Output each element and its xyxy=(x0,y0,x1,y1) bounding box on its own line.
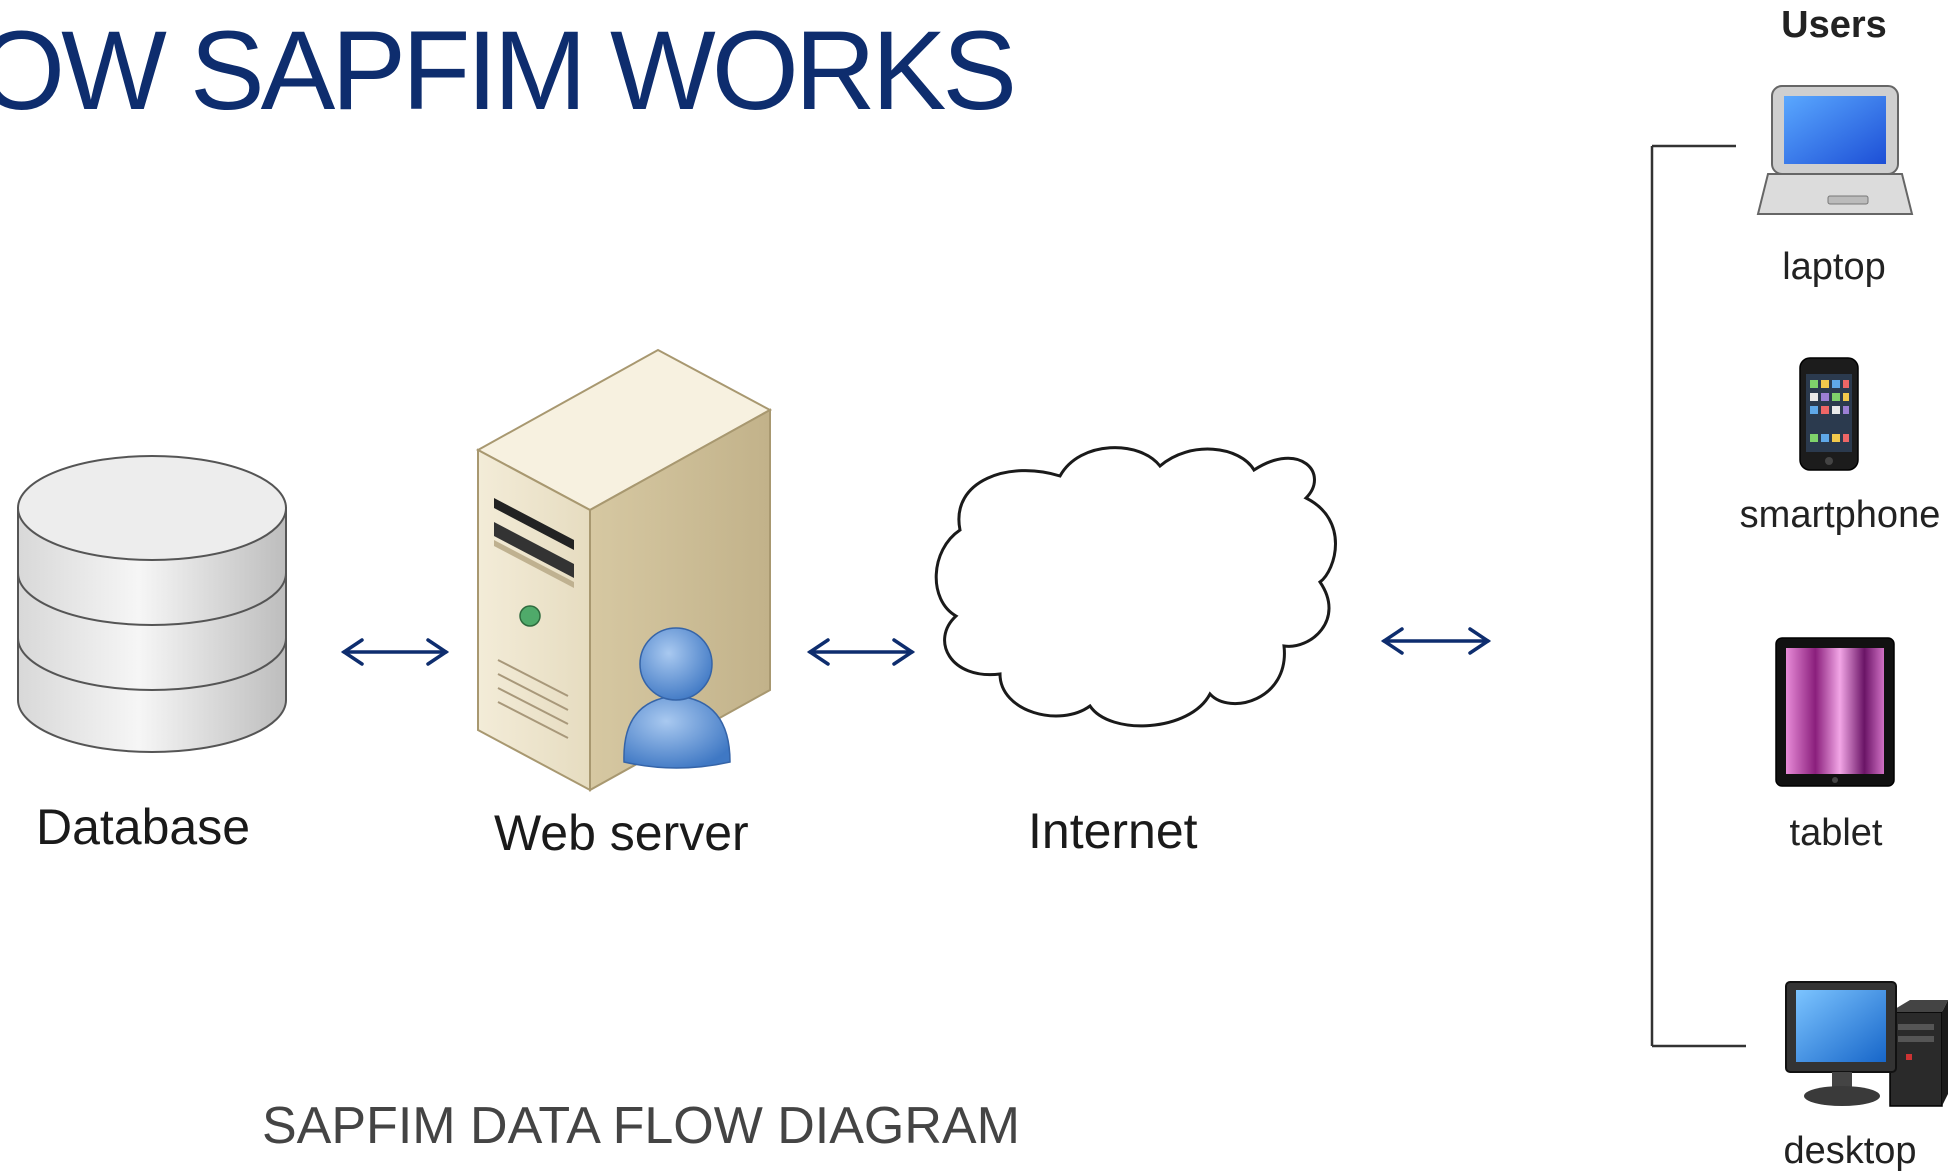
device-label-laptop: laptop xyxy=(1782,246,1886,288)
web-server-icon xyxy=(475,348,773,792)
users-heading: Users xyxy=(1781,4,1887,46)
smartphone-icon xyxy=(1799,357,1859,471)
device-label-desktop: desktop xyxy=(1783,1130,1917,1172)
page-title: OW SAPFIM WORKS xyxy=(0,8,1017,133)
node-label-database: Database xyxy=(36,799,251,855)
users-bracket xyxy=(1650,144,1746,1048)
bidirectional-arrow-icon xyxy=(340,638,450,666)
diagram-caption: SAPFIM DATA FLOW DIAGRAM xyxy=(262,1097,1020,1155)
laptop-icon xyxy=(1756,85,1914,215)
tablet-icon xyxy=(1775,637,1895,787)
bidirectional-arrow-icon xyxy=(806,638,916,666)
device-label-tablet: tablet xyxy=(1789,812,1883,854)
bidirectional-arrow-icon xyxy=(1380,627,1492,655)
user-icon xyxy=(623,627,731,769)
cloud-icon xyxy=(934,446,1337,728)
node-label-web-server: Web server xyxy=(494,805,749,861)
desktop-icon xyxy=(1785,981,1948,1107)
database-icon xyxy=(17,455,287,753)
device-label-smartphone: smartphone xyxy=(1739,494,1941,536)
node-label-internet: Internet xyxy=(1028,803,1198,859)
